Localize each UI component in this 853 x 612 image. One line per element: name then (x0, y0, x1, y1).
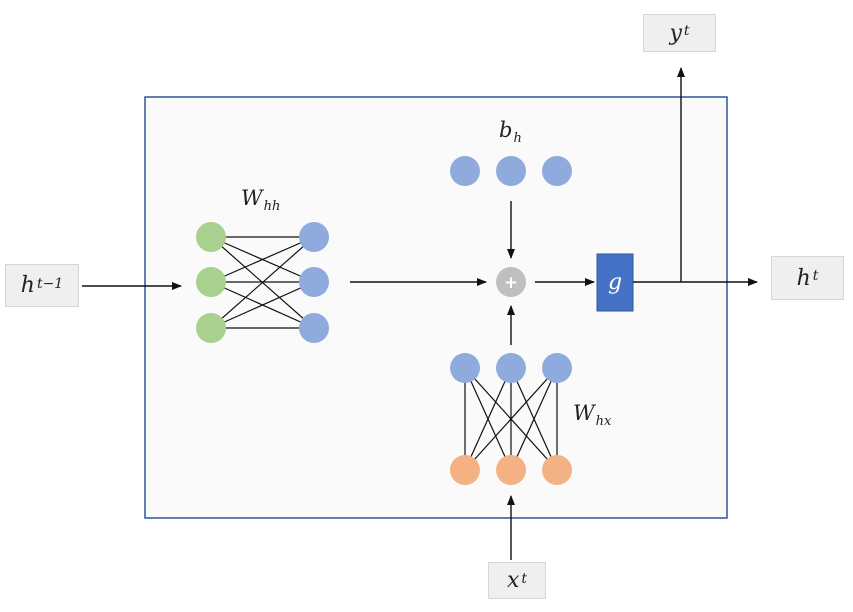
bias-nodes (450, 156, 572, 186)
hh-output-node (299, 222, 329, 252)
bias-node (542, 156, 572, 186)
hx-output-nodes (450, 353, 572, 383)
activation-label: g (607, 270, 623, 295)
h-prev-sup: t−1 (36, 275, 64, 292)
b-h-sub: h (513, 131, 522, 147)
hh-output-nodes (299, 222, 329, 343)
prev-hidden-node (196, 313, 226, 343)
input-node (496, 455, 526, 485)
x-t-sup: t (521, 570, 528, 587)
h-t-sup: t (812, 268, 819, 284)
sum-node (496, 267, 526, 297)
hx-output-node (542, 353, 572, 383)
w-hx-sub: hx (595, 414, 612, 430)
x-t-base: x (506, 568, 520, 593)
hh-output-node (299, 313, 329, 343)
bias-node (450, 156, 480, 186)
h-prev-base: h (20, 273, 35, 298)
h-t-base: h (796, 265, 811, 291)
hx-output-node (450, 353, 480, 383)
input-nodes (450, 455, 572, 485)
w-hx-base: W (573, 401, 595, 425)
prev-hidden-nodes (196, 222, 226, 343)
hx-output-node (496, 353, 526, 383)
w-hx-label: Whx (573, 401, 611, 429)
w-hh-sub: hh (263, 199, 281, 215)
rnn-cell-box (144, 96, 728, 519)
y-t-base: y (669, 20, 682, 46)
sum-symbol: + (504, 273, 518, 293)
bias-node (496, 156, 526, 186)
input-node (450, 455, 480, 485)
input-node (542, 455, 572, 485)
flow-arrows (82, 67, 758, 560)
w-hh-label: Whh (241, 186, 280, 214)
w-hh-base: W (241, 186, 263, 210)
y-t-sup: t (683, 23, 690, 39)
prev-hidden-node (196, 267, 226, 297)
w-hh-connections (210, 236, 315, 329)
prev-hidden-node (196, 222, 226, 252)
b-h-label: bh (499, 118, 522, 146)
w-hx-connections (464, 367, 558, 471)
b-h-base: b (499, 118, 513, 142)
hh-output-node (299, 267, 329, 297)
